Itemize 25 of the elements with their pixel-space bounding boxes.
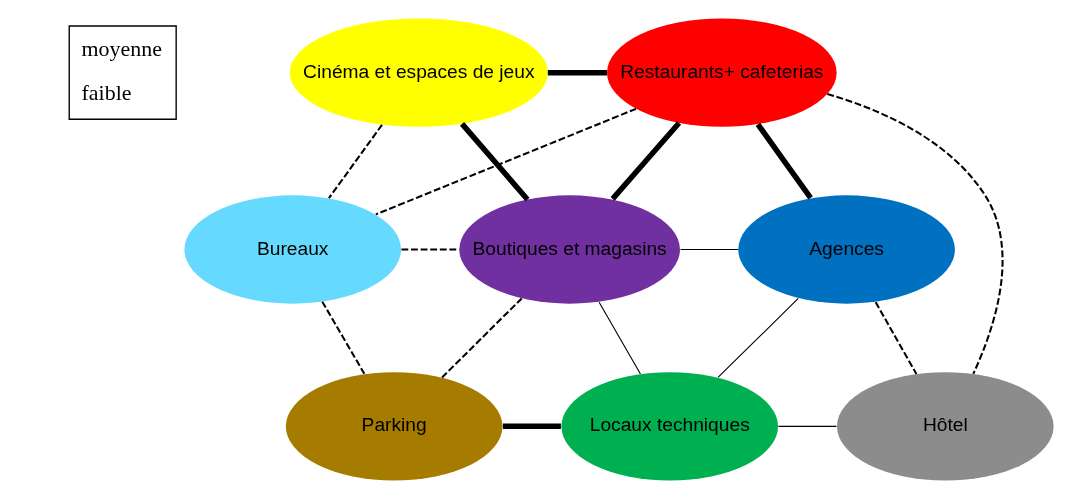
connector bbox=[321, 301, 366, 375]
connector bbox=[547, 69, 607, 76]
connector bbox=[441, 297, 523, 379]
connector bbox=[755, 122, 813, 200]
connector bbox=[328, 124, 383, 199]
connector bbox=[680, 248, 739, 251]
node-ellipse: Restaurants+ cafeterias bbox=[607, 18, 837, 127]
legend-label: moyenne bbox=[81, 35, 162, 61]
node-ellipse: Parking bbox=[285, 372, 503, 481]
connector bbox=[502, 423, 561, 430]
connector bbox=[598, 301, 641, 375]
node-ellipse: Boutiques et magasins bbox=[459, 195, 680, 304]
connector bbox=[717, 297, 799, 379]
connector bbox=[827, 93, 1004, 375]
connector bbox=[375, 107, 637, 216]
connector bbox=[874, 301, 918, 375]
connector bbox=[610, 121, 682, 201]
node-ellipse: Bureaux bbox=[184, 195, 401, 304]
node-ellipse: Agences bbox=[738, 195, 955, 304]
connector bbox=[459, 122, 530, 202]
connector bbox=[777, 425, 837, 427]
legend-label: faible bbox=[81, 79, 132, 105]
node-ellipse: Hôtel bbox=[837, 372, 1054, 481]
node-ellipse: Locaux techniques bbox=[561, 372, 779, 481]
node-ellipse: Cinéma et espaces de jeux bbox=[289, 18, 548, 127]
